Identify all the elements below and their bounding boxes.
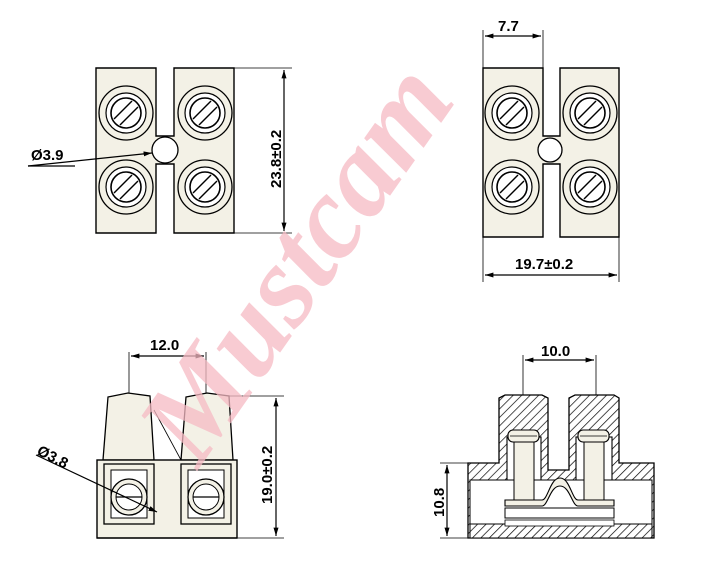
screw-icon [484,85,540,141]
mount-hole [537,137,563,163]
cap-right [180,392,234,461]
bridge-strip [504,477,615,507]
height-label: 23.8±0.2 [268,130,285,188]
pitch-label: 12.0 [150,337,179,354]
screw-icon [562,159,618,215]
hole-diameter-label: Ø3.9 [31,147,64,164]
section-view: 10.0 10.8 [431,343,655,539]
screw-icon [484,159,540,215]
screw-icon [562,85,618,141]
screw-icon [98,85,154,141]
height-label: 19.0±0.2 [259,446,276,504]
top-right-view: 7.7 19.7±0.2 [482,18,620,282]
mount-hole [151,136,179,164]
screw-diameter-label: Ø3.8 [34,442,71,472]
front-view: 12.0 Ø3.8 19.0±0.2 [34,337,284,539]
screw-icon [98,159,154,215]
cap-left [102,392,155,461]
height-label: 10.8 [431,488,448,517]
bottom-width-label: 19.7±0.2 [515,256,573,273]
top-width-label: 7.7 [498,18,519,35]
screw-icon [177,159,233,215]
screw-icon [177,85,233,141]
watermark: Mustcam [111,39,479,486]
pitch-label: 10.0 [541,343,570,360]
top-left-view: Ø3.9 23.8±0.2 [27,67,292,234]
